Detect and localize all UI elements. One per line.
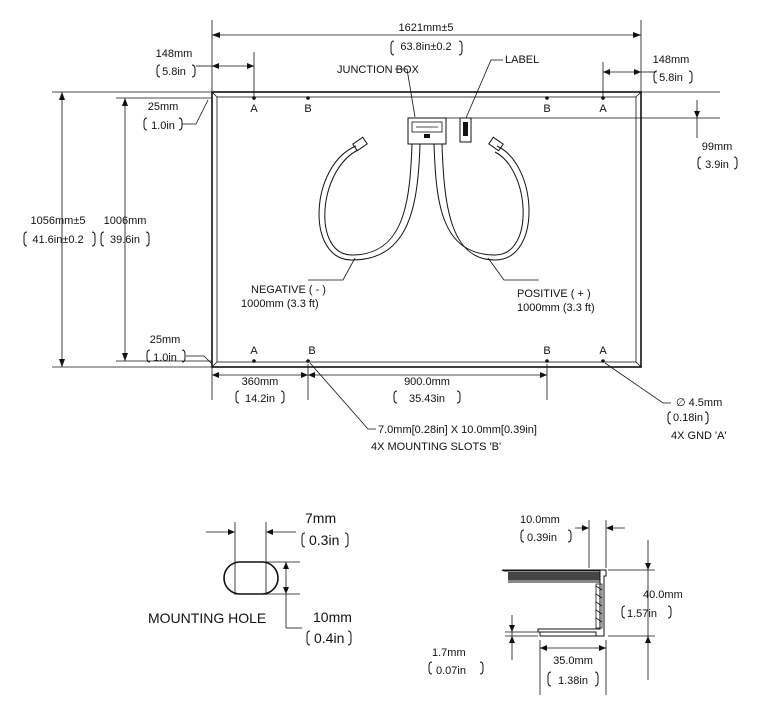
bottom-mark-a-right: A [599,345,607,357]
bottom-offset-in: 1.0in [153,352,177,364]
panel-label-sticker: LABEL [459,54,539,143]
positive-label: POSITIVE ( + ) [517,288,591,300]
gnd-label: 4X GND 'A' [671,430,727,442]
width-dimension: 1621mm±5 63.8in±0.2 [211,20,642,92]
mounting-hole-detail: 7mm 0.3in MOUNTING HOLE 10mm 0.4in [148,510,352,646]
bottom-mark-b-right: B [543,345,550,357]
slot-span-mm: 900.0mm [404,376,450,388]
height-dimension: 1056mm±5 41.6in±0.2 [23,91,212,368]
negative-callout: NEGATIVE ( - ) 1000mm (3.3 ft) [241,257,356,310]
bottom-offset-mm: 25mm [150,334,181,346]
hole-height-in: 0.4in [314,630,344,646]
frame-height-in: 1.57in [627,608,657,620]
left-corner-dimension: 148mm 5.8in [156,48,255,100]
frame-base-in: 1.38in [558,675,588,687]
right-corner-dimension: 148mm 5.8in [602,54,693,100]
positive-callout: POSITIVE ( + ) 1000mm (3.3 ft) [487,257,595,314]
bottom-markers: A B B A [250,345,607,363]
negative-cable [318,136,421,261]
slot-count-label: 4X MOUNTING SLOTS 'B' [371,441,501,453]
frame-width-in: 0.39in [527,532,557,544]
right-corner-mm: 148mm [653,54,690,66]
junction-box-label: JUNCTION BOX [337,64,420,76]
negative-length: 1000mm (3.3 ft) [241,298,319,310]
slot-dist-mm: 360mm [242,376,279,388]
slot-callout: 7.0mm[0.28in] X 10.0mm[0.39in] 4X MOUNTI… [309,362,537,453]
left-corner-in: 5.8in [162,66,186,78]
width-mm: 1621mm±5 [399,22,454,34]
jbox-offset-dimension: 99mm 3.9in [445,91,738,171]
jbox-offset-mm: 99mm [702,141,733,153]
hole-width-in: 0.3in [309,532,339,548]
frame-width-mm: 10.0mm [520,514,560,526]
inner-height-mm: 1006mm [104,215,147,227]
slot-size: 7.0mm[0.28in] X 10.0mm[0.39in] [378,424,537,436]
left-corner-mm: 148mm [156,48,193,60]
frame-base-mm: 35.0mm [553,655,593,667]
frame-height-mm: 40.0mm [643,589,683,601]
right-corner-in: 5.8in [659,72,683,84]
jbox-offset-in: 3.9in [705,159,729,171]
negative-label: NEGATIVE ( - ) [251,284,326,296]
hole-width-mm: 7mm [305,510,336,526]
frame-section-detail: 10.0mm 0.39in 40.0mm 1.57in 1.7mm 0.07in… [428,514,683,695]
bottom-mark-b-left: B [308,345,315,357]
top-mark-a-left: A [250,103,258,115]
width-in: 63.8in±0.2 [400,41,451,53]
frame-profile [501,569,607,637]
frame-thickness-mm: 1.7mm [432,647,466,659]
top-mark-b-right: B [543,103,550,115]
hole-height-mm: 10mm [313,609,352,625]
hole-diameter-mm: ∅ 4.5mm [676,397,722,409]
laminate-layer [508,572,600,580]
positive-length: 1000mm (3.3 ft) [517,302,595,314]
top-markers: A B B A [250,96,607,115]
inner-height-in: 39.6in [110,234,140,246]
junction-box: JUNCTION BOX [337,64,447,145]
hole-diameter-in: 0.18in [673,412,703,424]
height-in: 41.6in±0.2 [32,234,83,246]
height-mm: 1056mm±5 [31,215,86,227]
bottom-offset-dimension: 25mm 1.0in [146,334,213,365]
mounting-hole-title: MOUNTING HOLE [148,610,266,626]
top-mark-b-left: B [304,103,311,115]
slot-dist-in: 14.2in [245,393,275,405]
top-offset-dimension: 25mm 1.0in [143,99,209,132]
top-offset-in: 1.0in [151,120,175,132]
slot-span-in: 35.43in [409,393,445,405]
slot-dimensions: 360mm 14.2in 900.0mm 35.43in [211,364,548,405]
gnd-callout: ∅ 4.5mm 0.18in 4X GND 'A' [604,362,727,442]
panel-outline [211,91,642,368]
top-mark-a-right: A [599,103,607,115]
top-offset-mm: 25mm [148,101,179,113]
positive-cable [433,136,530,261]
inner-height-dimension: 1006mm 39.6in [100,97,212,362]
frame-thickness-in: 0.07in [436,665,466,677]
label-callout: LABEL [505,54,539,66]
bottom-mark-a-left: A [250,345,258,357]
